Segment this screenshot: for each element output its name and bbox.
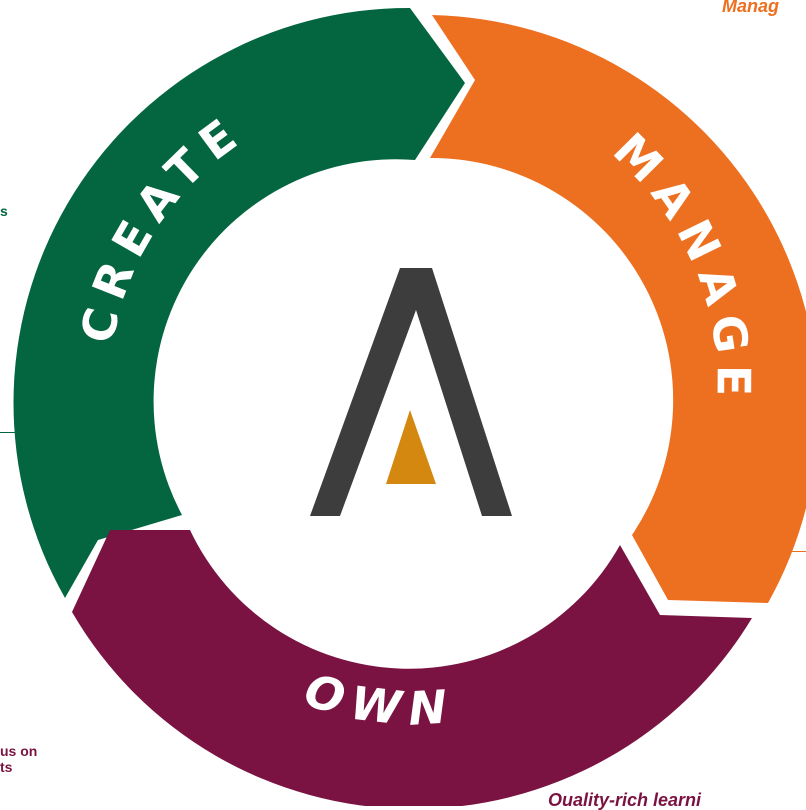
create-segment: [13, 7, 465, 598]
right-divider: [772, 551, 806, 552]
bottom-left-fragment-line2: ts: [0, 759, 13, 775]
top-right-fragment: Manag: [722, 0, 780, 16]
bottom-left-fragment-line1: us on: [0, 743, 38, 759]
bottom-divider: [395, 780, 396, 806]
bottom-right-fragment: Ouality-rich learni: [548, 790, 702, 810]
manage-segment: [430, 15, 806, 603]
left-upper-fragment: s: [0, 203, 8, 219]
own-segment: [72, 530, 752, 806]
center-logo-icon: [310, 268, 512, 516]
logo-accent-triangle: [386, 410, 436, 484]
left-divider: [0, 432, 42, 433]
logo-chevron: [310, 268, 512, 516]
